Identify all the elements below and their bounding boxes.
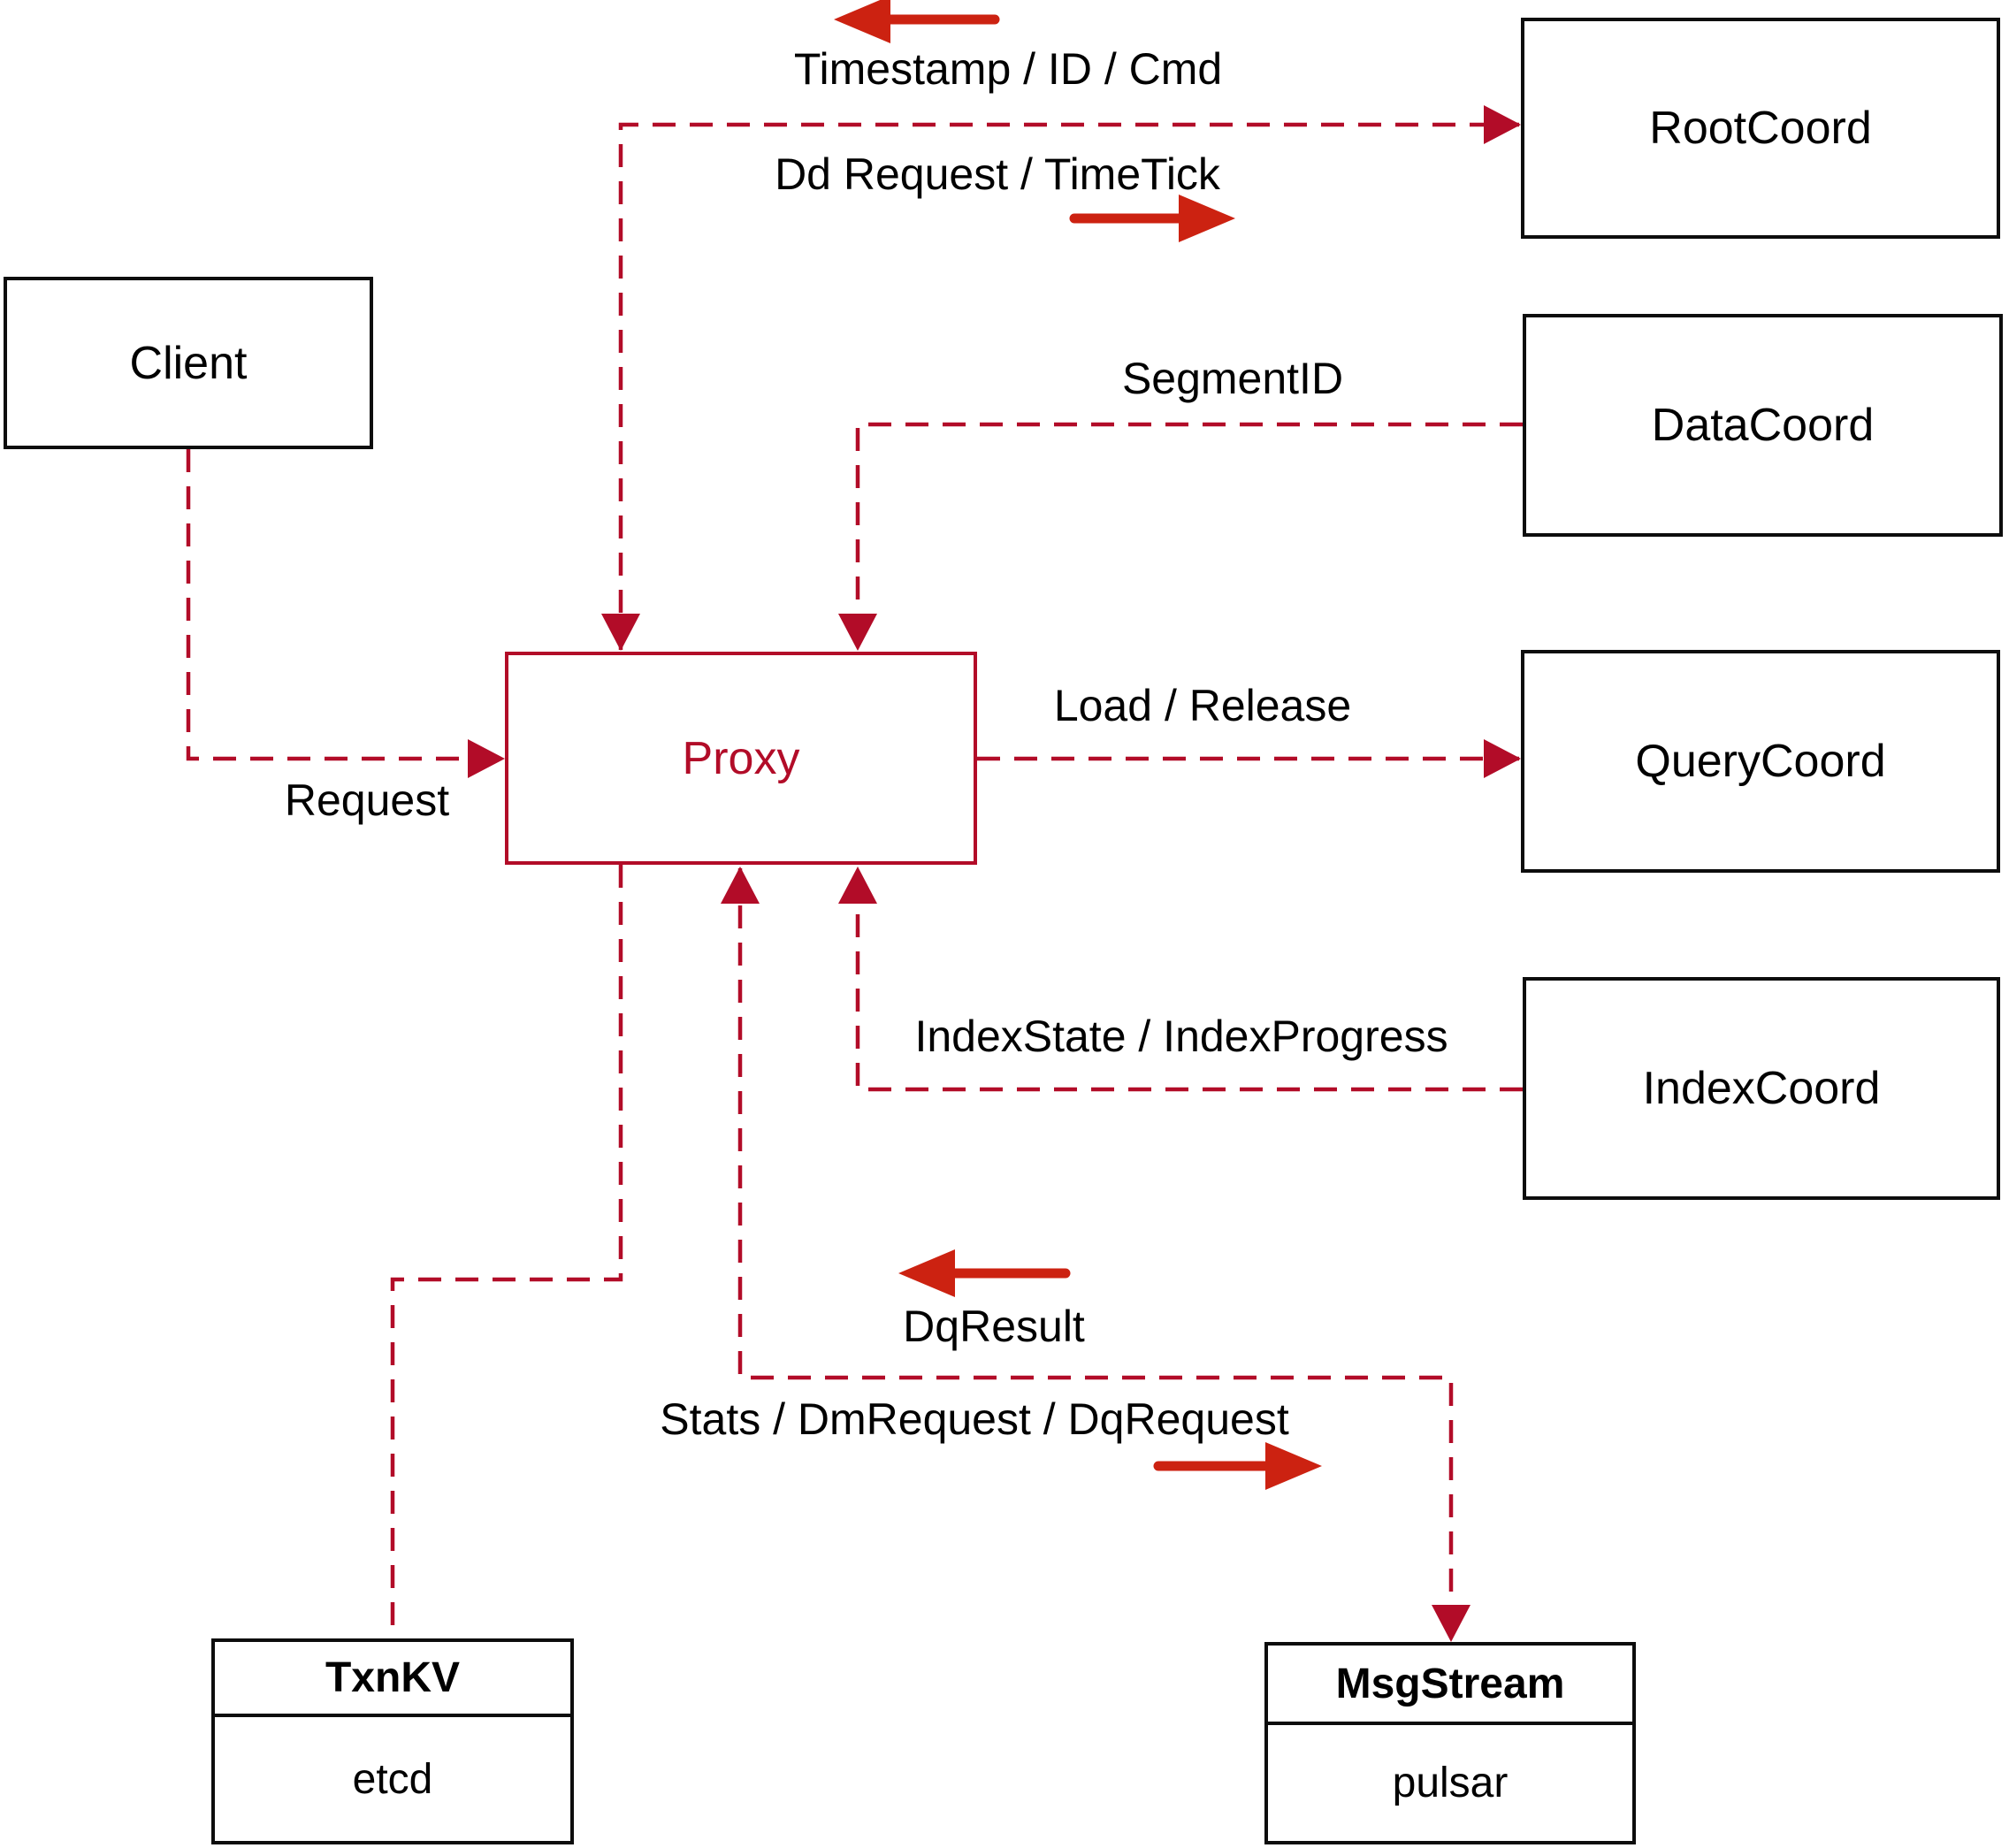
edge-label-segmentid: SegmentID — [1121, 354, 1344, 403]
node-client-label: Client — [129, 337, 248, 389]
node-txnkv-implementation: etcd — [352, 1755, 433, 1803]
node-indexcoord: IndexCoord — [1523, 977, 2000, 1200]
edge-label-timestamp-id-cmd: Timestamp / ID / Cmd — [793, 44, 1223, 94]
node-querycoord: QueryCoord — [1521, 650, 2000, 873]
edge-label-load-release: Load / Release — [1053, 681, 1352, 730]
node-datacoord-label: DataCoord — [1651, 400, 1875, 451]
direction-arrow-left-dqresult-icon — [898, 1249, 1071, 1297]
direction-arrow-left-timestamp-icon — [834, 0, 1000, 43]
edge-label-indexstate-indexprogress: IndexState / IndexProgress — [914, 1012, 1448, 1061]
direction-arrow-right-ddrequest-icon — [1069, 195, 1235, 242]
arrowhead-into-msgstream-icon — [1432, 1605, 1470, 1642]
edge-client-proxy — [186, 449, 501, 761]
direction-arrow-right-stats-icon — [1153, 1442, 1322, 1490]
arrowhead-into-rootcoord-icon — [1484, 105, 1521, 144]
arrowhead-into-proxy-left-icon — [468, 739, 505, 778]
edge-label-stats-dmrequest-dqrequest: Stats / DmRequest / DqRequest — [660, 1394, 1289, 1444]
edge-label-dqresult: DqResult — [903, 1302, 1085, 1351]
node-rootcoord: RootCoord — [1521, 18, 2000, 239]
node-indexcoord-label: IndexCoord — [1642, 1063, 1881, 1114]
node-proxy-label: Proxy — [682, 732, 800, 784]
node-txnkv-title: TxnKV — [215, 1642, 570, 1717]
arrowhead-into-proxy-top-right-icon — [838, 614, 877, 651]
edge-proxy-rootcoord — [618, 122, 1519, 650]
node-querycoord-label: QueryCoord — [1635, 736, 1886, 787]
edge-datacoord-proxy — [855, 422, 1523, 650]
node-rootcoord-label: RootCoord — [1649, 103, 1872, 154]
edge-proxy-msgstream — [737, 868, 1454, 1638]
arrowhead-into-proxy-top-left-icon — [601, 614, 640, 651]
node-datacoord: DataCoord — [1523, 314, 2003, 537]
node-msgstream: MsgStream pulsar — [1264, 1642, 1636, 1844]
arrowhead-into-querycoord-icon — [1484, 739, 1521, 778]
arrowhead-into-proxy-bottom-right-icon — [838, 867, 877, 904]
arrowhead-into-proxy-bottom-left-icon — [721, 867, 760, 904]
node-txnkv: TxnKV etcd — [211, 1638, 574, 1844]
node-proxy: Proxy — [505, 652, 977, 865]
edge-label-request: Request — [284, 775, 450, 825]
edge-label-dd-request-timetick: Dd Request / TimeTick — [775, 149, 1220, 199]
node-client: Client — [4, 277, 373, 449]
edge-proxy-txnkv — [390, 865, 623, 1638]
node-msgstream-title: MsgStream — [1268, 1646, 1632, 1725]
node-msgstream-implementation: pulsar — [1392, 1760, 1509, 1806]
